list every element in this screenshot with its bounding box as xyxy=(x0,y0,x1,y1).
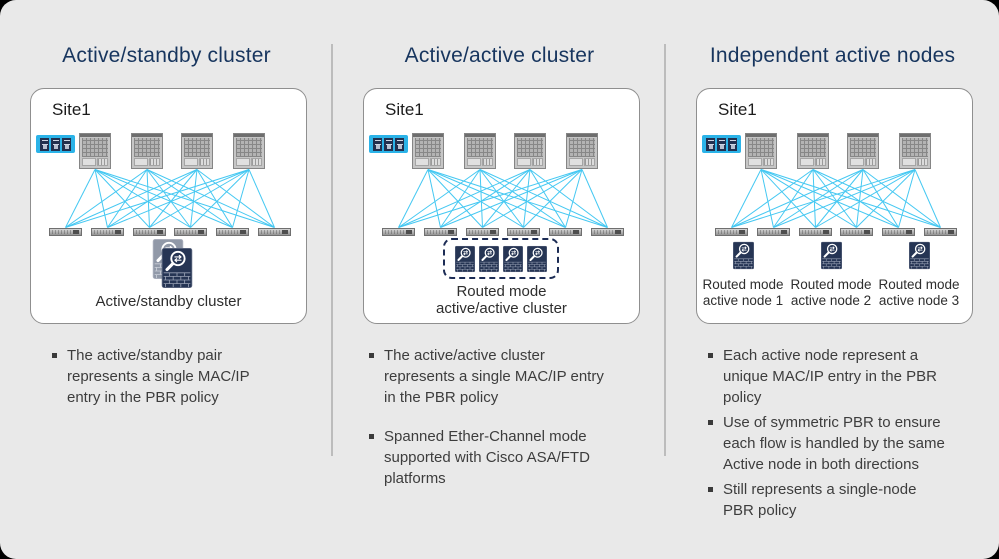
cluster-caption: Active/standby cluster xyxy=(95,293,242,310)
active-node: Routed mode active node 3 xyxy=(873,241,965,309)
panel-divider-1 xyxy=(331,44,333,456)
fabric-links xyxy=(65,169,275,228)
bullet-marker xyxy=(708,420,713,425)
firewall-ftd-icon xyxy=(455,245,475,273)
spine-switch-icon xyxy=(847,133,879,169)
leaf-switch-icon xyxy=(715,228,748,236)
leaf-switch-icon xyxy=(549,228,582,236)
spine-switch-icon xyxy=(899,133,931,169)
fabric-links xyxy=(731,169,941,228)
firewall-ftd-icon xyxy=(479,245,499,273)
apic-server-icon xyxy=(384,137,393,151)
firewall-ftd-icon xyxy=(527,245,547,273)
apic-server-icon xyxy=(706,137,715,151)
apic-server-icon xyxy=(395,137,404,151)
fabric-links xyxy=(398,169,608,228)
leaf-switch-icon xyxy=(424,228,457,236)
leaf-switch-icon xyxy=(174,228,207,236)
bullet-item: Still represents a single-node PBR polic… xyxy=(708,479,949,521)
spine-switch-icon xyxy=(514,133,546,169)
spine-switch-icon xyxy=(745,133,777,169)
cluster-dashed-box xyxy=(443,238,559,279)
apic-controller-cluster-icon xyxy=(702,135,741,153)
bullet-marker xyxy=(369,353,374,358)
spine-switch-icon xyxy=(464,133,496,169)
bullet-marker xyxy=(708,353,713,358)
leaf-switch-icon xyxy=(507,228,540,236)
site-label: Site1 xyxy=(52,100,91,119)
node-label: Routed mode active node 2 xyxy=(790,277,872,308)
apic-controller-cluster-icon xyxy=(369,135,408,153)
firewall-ftd-icon xyxy=(733,241,754,270)
bullet-list: The active/active cluster represents a s… xyxy=(369,345,612,489)
bullet-list: Each active node represent a unique MAC/… xyxy=(708,345,949,521)
leaf-switch-icon xyxy=(466,228,499,236)
firewall-ftd-icon xyxy=(909,241,930,270)
site-box: Site1 Routed mode xyxy=(363,88,640,324)
panel-title: Independent active nodes xyxy=(709,44,956,67)
leaf-switch-icon xyxy=(757,228,790,236)
spine-switch-icon xyxy=(412,133,444,169)
spine-switch-icon xyxy=(233,133,265,169)
apic-server-icon xyxy=(373,137,382,151)
leaf-switch-icon xyxy=(924,228,957,236)
bullet-item: Use of symmetric PBR to ensure each flow… xyxy=(708,412,949,475)
firewall-ftd-icon xyxy=(821,241,842,270)
site-box: Site1 Active/standby cluster xyxy=(30,88,307,324)
bullet-item: The active/standby pair represents a sin… xyxy=(52,345,269,408)
site-label: Site1 xyxy=(718,100,757,119)
node-label: Routed mode active node 3 xyxy=(878,277,960,308)
leaf-switch-icon xyxy=(216,228,249,236)
apic-controller-cluster-icon xyxy=(36,135,75,153)
bullet-item: Spanned Ether-Channel mode supported wit… xyxy=(369,426,612,489)
firewall-ftd-pair-icon xyxy=(151,239,194,288)
spine-switch-icon xyxy=(181,133,213,169)
panel-title: Active/active cluster xyxy=(404,44,595,67)
spine-switch-icon xyxy=(566,133,598,169)
bullet-marker xyxy=(52,353,57,358)
leaf-switch-icon xyxy=(49,228,82,236)
apic-server-icon xyxy=(717,137,726,151)
leaf-switch-icon xyxy=(840,228,873,236)
apic-server-icon xyxy=(62,137,71,151)
apic-server-icon xyxy=(40,137,49,151)
site-label: Site1 xyxy=(385,100,424,119)
apic-server-icon xyxy=(51,137,60,151)
spine-switch-icon xyxy=(79,133,111,169)
bullet-item: The active/active cluster represents a s… xyxy=(369,345,612,408)
panel-active-standby: Active/standby cluster Site1 Acti xyxy=(0,0,333,559)
active-node: Routed mode active node 1 xyxy=(697,241,789,309)
leaf-switch-icon xyxy=(133,228,166,236)
bullet-list: The active/standby pair represents a sin… xyxy=(52,345,269,408)
site-box: Site1 Routed mode active node 1 xyxy=(696,88,973,324)
leaf-switch-icon xyxy=(799,228,832,236)
firewall-ftd-icon xyxy=(503,245,523,273)
panel-divider-2 xyxy=(664,44,666,456)
leaf-switch-icon xyxy=(91,228,124,236)
spine-switch-icon xyxy=(797,133,829,169)
active-node: Routed mode active node 2 xyxy=(785,241,877,309)
leaf-switch-icon xyxy=(258,228,291,236)
bullet-item: Each active node represent a unique MAC/… xyxy=(708,345,949,408)
apic-server-icon xyxy=(728,137,737,151)
panel-independent-nodes: Independent active nodes Site1 Rout xyxy=(666,0,999,559)
node-label: Routed mode active node 1 xyxy=(702,277,784,308)
bullet-marker xyxy=(369,434,374,439)
spine-switch-icon xyxy=(131,133,163,169)
leaf-switch-icon xyxy=(382,228,415,236)
panel-title: Active/standby cluster xyxy=(62,44,271,67)
bullet-marker xyxy=(708,487,713,492)
panel-active-active: Active/active cluster Site1 xyxy=(333,0,666,559)
cluster-caption: Routed mode active/active cluster xyxy=(436,283,567,317)
leaf-switch-icon xyxy=(591,228,624,236)
leaf-switch-icon xyxy=(882,228,915,236)
